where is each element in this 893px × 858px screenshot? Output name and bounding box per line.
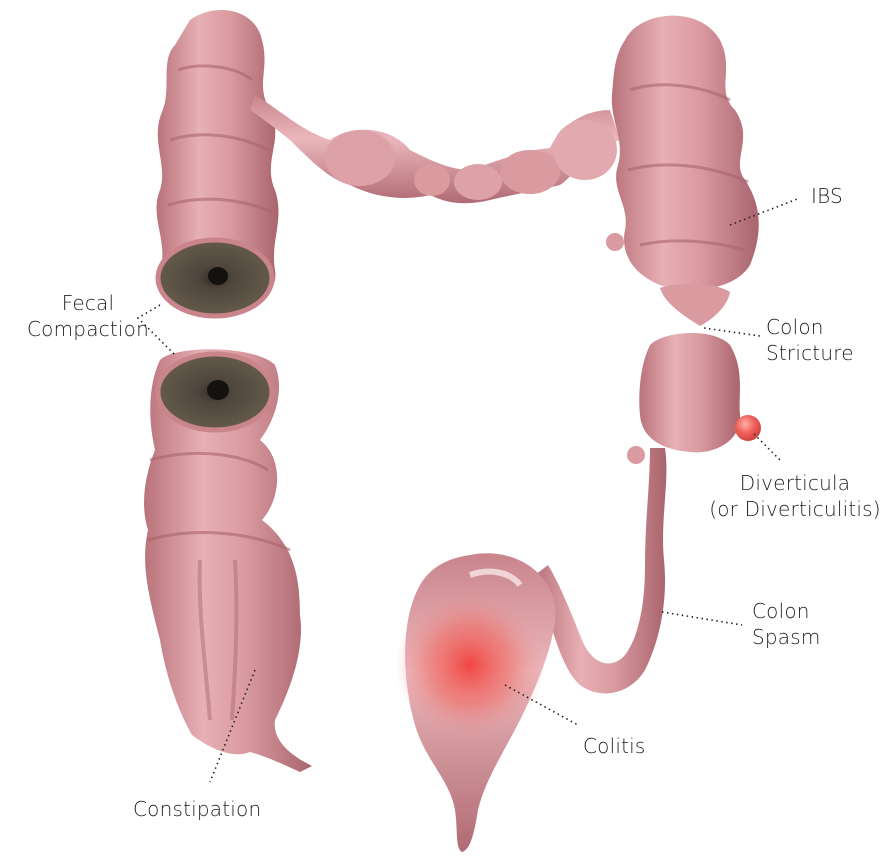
- label-colitis: Colitis: [583, 733, 646, 759]
- descending-colon-upper: [606, 16, 761, 464]
- label-diverticula-line1: Diverticula: [700, 470, 890, 496]
- label-colitis-text: Colitis: [583, 733, 646, 759]
- label-fecal-compaction-line1: Fecal: [18, 290, 158, 316]
- label-diverticula: Diverticula (or Diverticulitis): [700, 470, 890, 522]
- ascending-colon-lower: [144, 349, 312, 772]
- label-colon-stricture-line1: Colon: [766, 314, 854, 340]
- label-fecal-compaction: Fecal Compaction: [18, 290, 158, 342]
- label-colon-stricture-line2: Stricture: [766, 340, 854, 366]
- sigmoid-colon: [535, 448, 666, 693]
- label-diverticula-line2: (or Diverticulitis): [700, 496, 890, 522]
- label-colon-spasm: Colon Spasm: [752, 598, 821, 650]
- label-colon-stricture: Colon Stricture: [766, 314, 854, 366]
- label-ibs-text: IBS: [811, 183, 843, 209]
- label-colon-spasm-line2: Spasm: [752, 624, 821, 650]
- leader-colon-spasm: [662, 612, 742, 625]
- label-fecal-compaction-line2: Compaction: [18, 316, 158, 342]
- label-constipation-text: Constipation: [133, 796, 261, 822]
- label-ibs: IBS: [811, 183, 843, 209]
- leader-diverticula: [754, 434, 780, 460]
- rectum: [395, 553, 555, 852]
- label-colon-spasm-line1: Colon: [752, 598, 821, 624]
- label-constipation: Constipation: [133, 796, 261, 822]
- leader-colon-stricture: [704, 328, 760, 336]
- transverse-colon: [250, 95, 620, 203]
- ascending-colon-upper: [157, 10, 279, 316]
